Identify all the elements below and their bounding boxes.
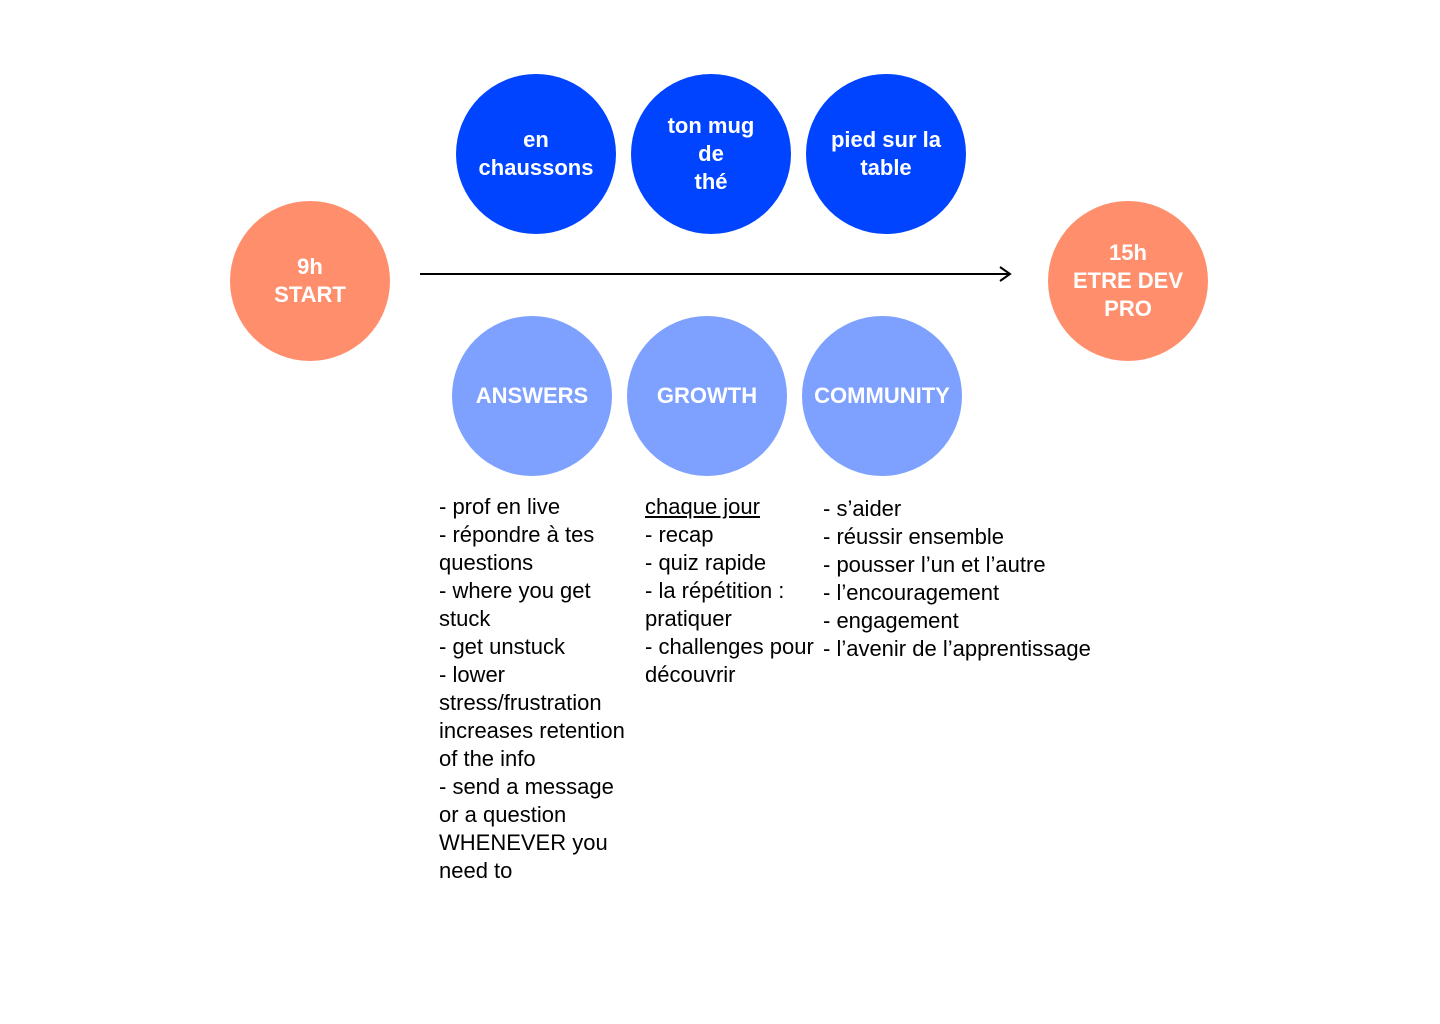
list-item: - lower stress/frustration increases ret… bbox=[439, 662, 625, 771]
circle-line: chaussons bbox=[478, 155, 594, 180]
list-item: - réussir ensemble bbox=[823, 524, 1004, 549]
answers-list: - prof en live - répondre à tes question… bbox=[439, 493, 634, 885]
pillar-circle-community: COMMUNITY bbox=[802, 316, 962, 476]
pillar-label: COMMUNITY bbox=[814, 383, 950, 408]
list-item: - engagement bbox=[823, 608, 959, 633]
end-circle: 15h ETRE DEV PRO bbox=[1048, 201, 1208, 361]
list-item: - l’avenir de l’apprentissage bbox=[823, 636, 1091, 661]
start-label: START bbox=[274, 282, 346, 307]
list-item: - send a message or a question WHENEVER … bbox=[439, 774, 614, 883]
growth-list: chaque jour - recap - quiz rapide - la r… bbox=[645, 493, 815, 689]
pillar-circle-growth: GROWTH bbox=[627, 316, 787, 476]
growth-list-heading: chaque jour bbox=[645, 494, 760, 519]
circle-line: thé bbox=[694, 169, 728, 194]
end-label-line-2: PRO bbox=[1104, 296, 1152, 321]
list-item: - where you get stuck bbox=[439, 578, 591, 631]
list-item: - pousser l’un et l’autre bbox=[823, 552, 1046, 577]
pillar-circle-answers: ANSWERS bbox=[452, 316, 612, 476]
list-item: - la répétition : pratiquer bbox=[645, 578, 785, 631]
circle-line: en bbox=[523, 127, 549, 152]
list-item: - challenges pour découvrir bbox=[645, 634, 814, 687]
start-circle: 9h START bbox=[230, 201, 390, 361]
list-item: - quiz rapide bbox=[645, 550, 767, 575]
pillar-label: GROWTH bbox=[656, 383, 758, 408]
list-item: - l’encouragement bbox=[823, 580, 1000, 605]
list-item: - get unstuck bbox=[439, 634, 565, 659]
end-label-line-1: ETRE DEV bbox=[1072, 268, 1184, 293]
list-item: - recap bbox=[645, 522, 714, 547]
pillar-label: ANSWERS bbox=[475, 383, 589, 408]
circle-line: ton mug bbox=[667, 113, 755, 138]
circle-line: table bbox=[860, 155, 912, 180]
circle-line: de bbox=[698, 141, 724, 166]
circle-en-chaussons: en chaussons bbox=[456, 74, 616, 234]
timeline-arrow bbox=[420, 266, 1012, 282]
list-item: - répondre à tes questions bbox=[439, 522, 595, 575]
end-time: 15h bbox=[1109, 240, 1147, 265]
circle-line: pied sur la bbox=[830, 127, 942, 152]
list-item: - s’aider bbox=[823, 496, 902, 521]
circle-pied-sur-la-table: pied sur la table bbox=[806, 74, 966, 234]
community-list: - s’aider - réussir ensemble - pousser l… bbox=[823, 495, 1153, 663]
start-time: 9h bbox=[297, 254, 323, 279]
circle-ton-mug-de-the: ton mug de thé bbox=[631, 74, 791, 234]
list-item: - prof en live bbox=[439, 494, 561, 519]
